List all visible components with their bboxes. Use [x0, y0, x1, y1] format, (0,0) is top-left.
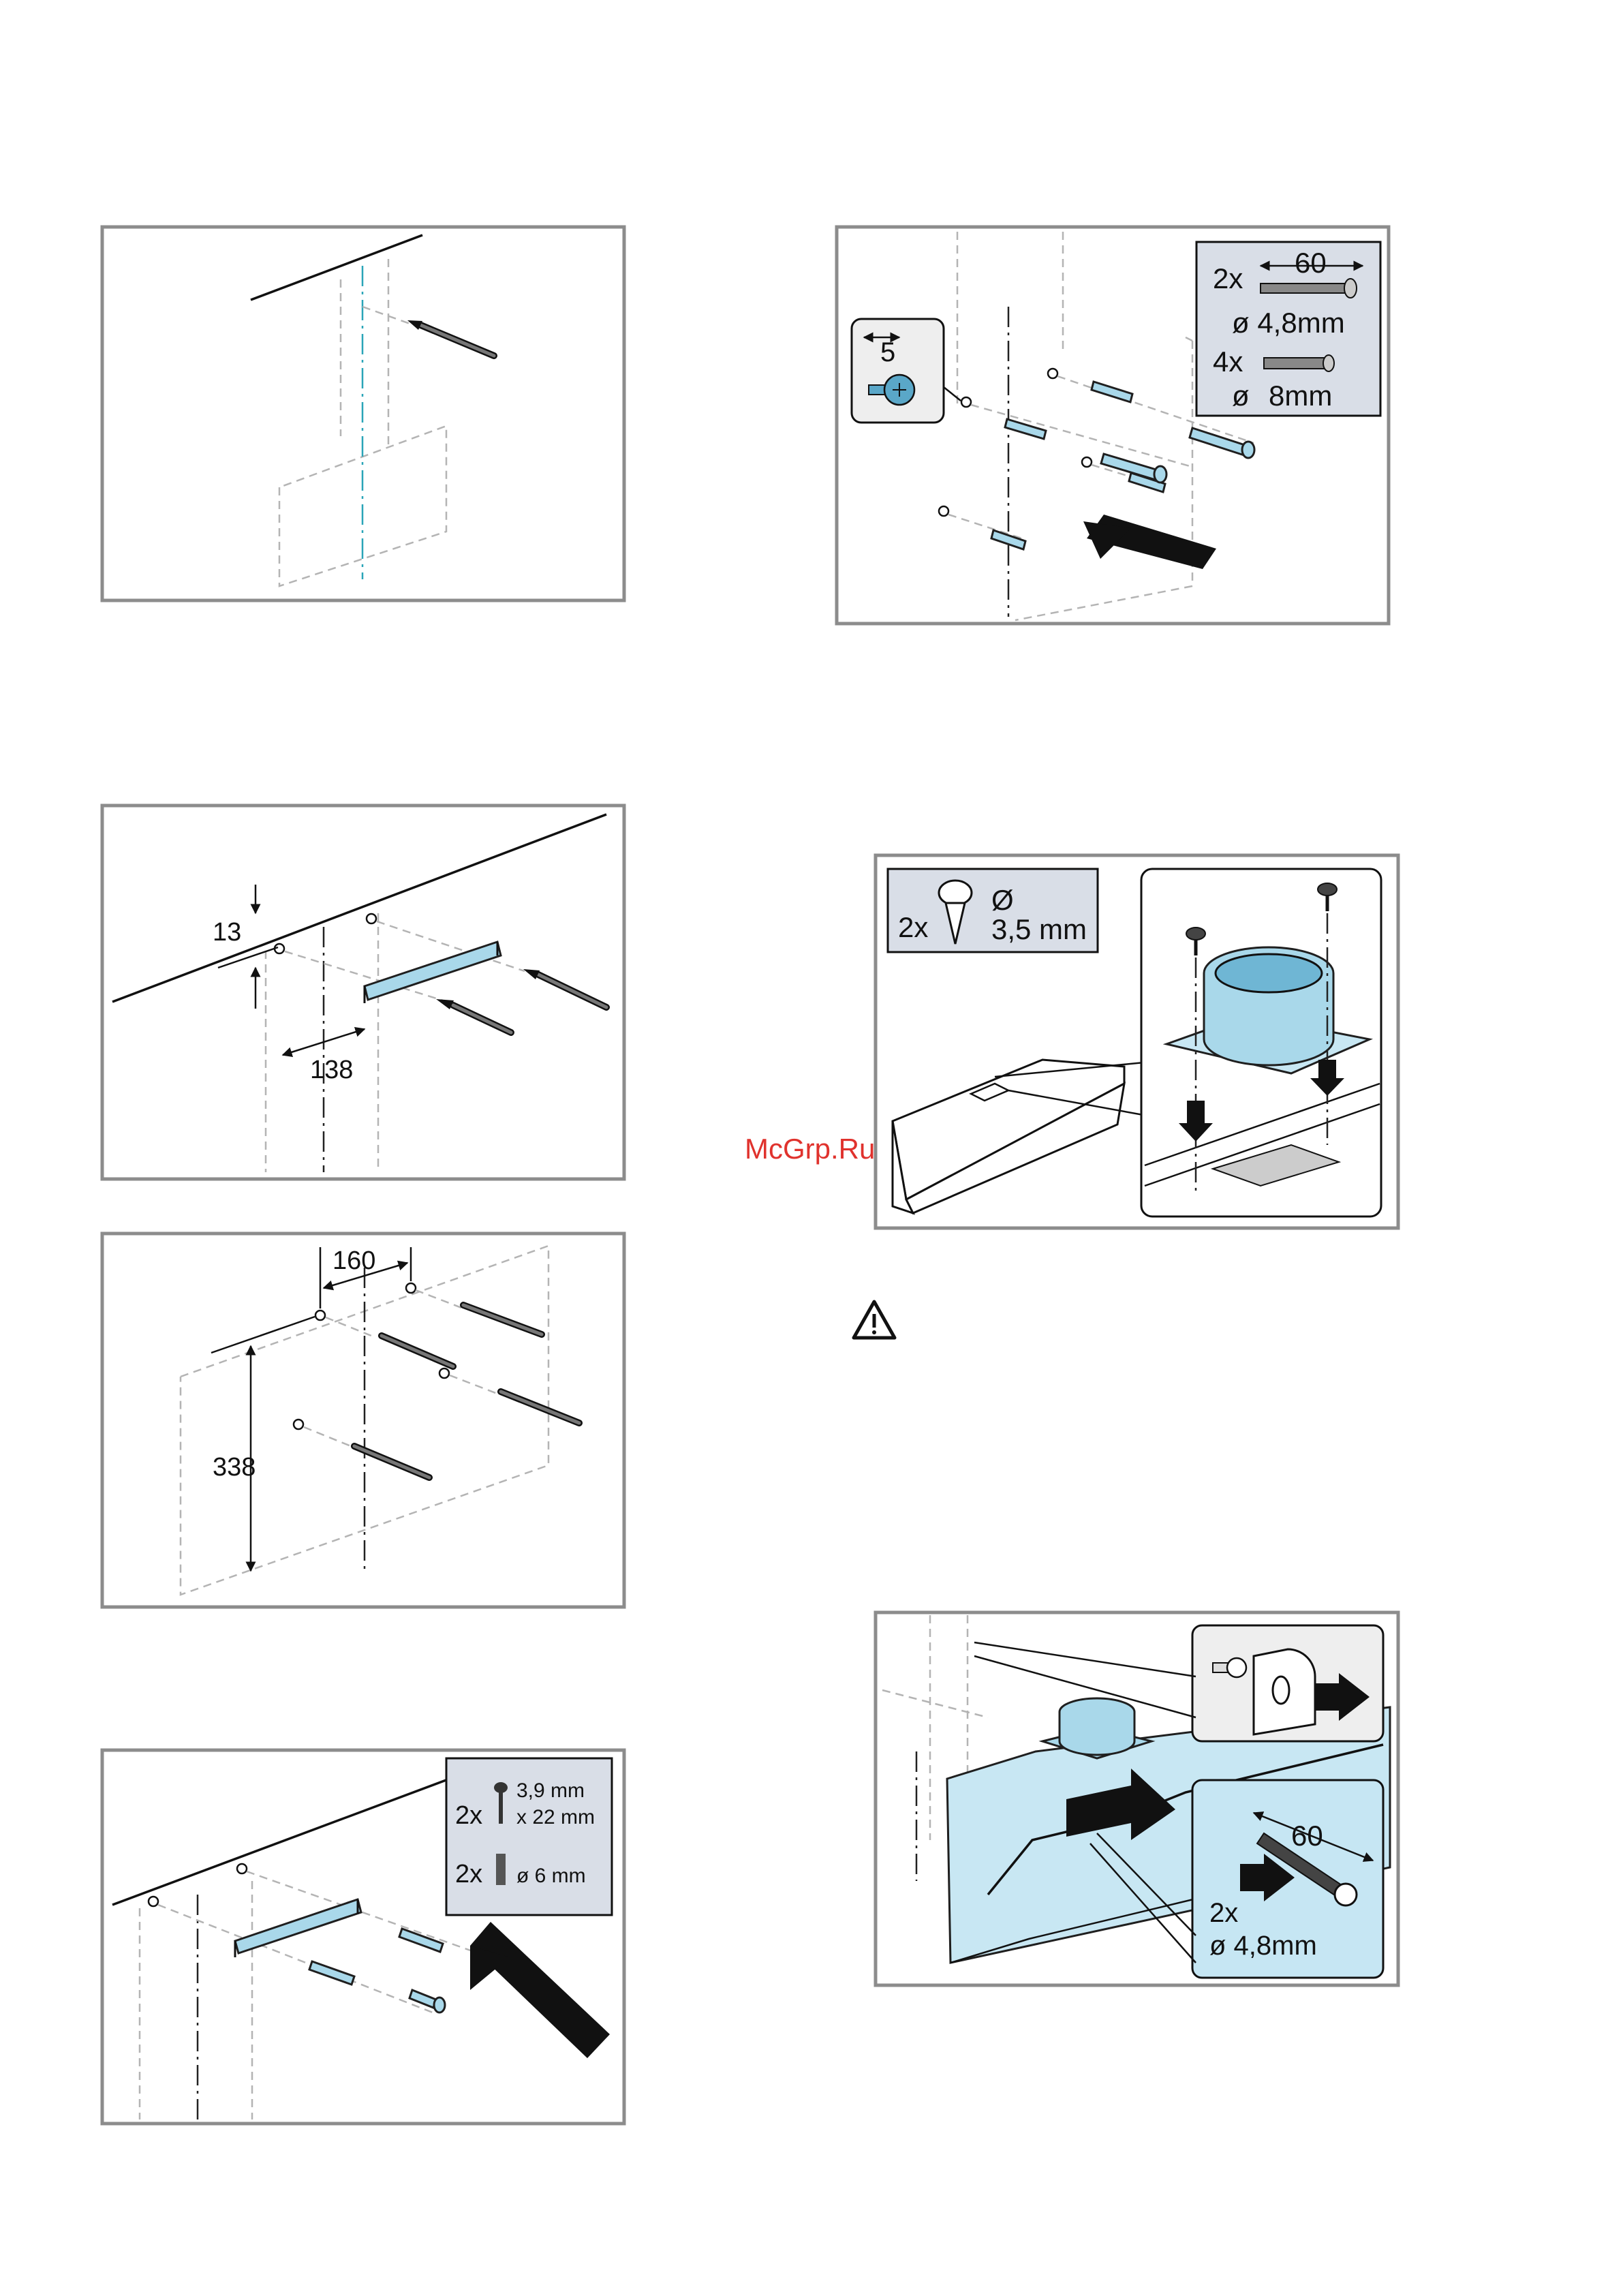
dowel-quantity-label: 4x — [1213, 346, 1243, 378]
dimension-13-label: 13 — [213, 918, 241, 947]
screw-length-label: 60 — [1291, 1820, 1323, 1852]
diagram-3-bracket-marking: 13 138 — [102, 806, 624, 1179]
diagram-7-hang-hood: 60 2x ø 4,8mm — [876, 1612, 1398, 1985]
inset-dimension-label: 5 — [880, 337, 895, 367]
diagram-1-mark-center — [102, 227, 624, 600]
screw-diameter-label: ø 4,8mm — [1232, 307, 1345, 339]
screw-size-label: 3,9 mm — [516, 1779, 585, 1802]
screw-quantity-label: 2x — [1209, 1898, 1238, 1928]
screw-diameter-label: 3,5 mm — [991, 913, 1087, 945]
dowel-quantity-label: 2x — [455, 1860, 482, 1888]
diagram-4-air-outlet: 2x Ø 3,5 mm — [876, 855, 1398, 1228]
dowel-diameter-symbol: ø — [1232, 380, 1250, 412]
dowel-diameter-label: 8mm — [1269, 380, 1332, 412]
screw-diameter-label: ø 4,8mm — [1209, 1931, 1317, 1961]
warning-triangle-icon — [854, 1302, 895, 1338]
watermark: McGrp.Ru — [745, 1133, 875, 1165]
dimension-160-label: 160 — [333, 1246, 375, 1275]
screw-length-label: 60 — [1295, 247, 1327, 279]
screw-quantity-label: 2x — [1213, 262, 1243, 294]
diagram-6-bracket-fixing: 2x 3,9 mm x 22 mm 2x ø 6 mm — [102, 1750, 624, 2124]
screw-length-label: x 22 mm — [516, 1806, 595, 1828]
diameter-symbol: Ø — [991, 884, 1014, 916]
dimension-338-label: 338 — [213, 1453, 256, 1482]
diagram-2-screw-dowels: 2x 60 ø 4,8mm 4x ø 8mm 5 — [837, 227, 1389, 624]
diagram-5-hole-marking: 160 338 — [102, 1234, 624, 1607]
detail-inset — [852, 319, 944, 423]
dowel-size-label: ø 6 mm — [516, 1865, 586, 1887]
screw-quantity-label: 2x — [898, 911, 928, 943]
dowel-icon — [496, 1854, 506, 1885]
keyhole-icon — [1273, 1677, 1289, 1704]
screw-quantity-label: 2x — [455, 1801, 482, 1830]
dowel-icon — [1264, 355, 1334, 371]
dimension-138-label: 138 — [310, 1056, 353, 1084]
